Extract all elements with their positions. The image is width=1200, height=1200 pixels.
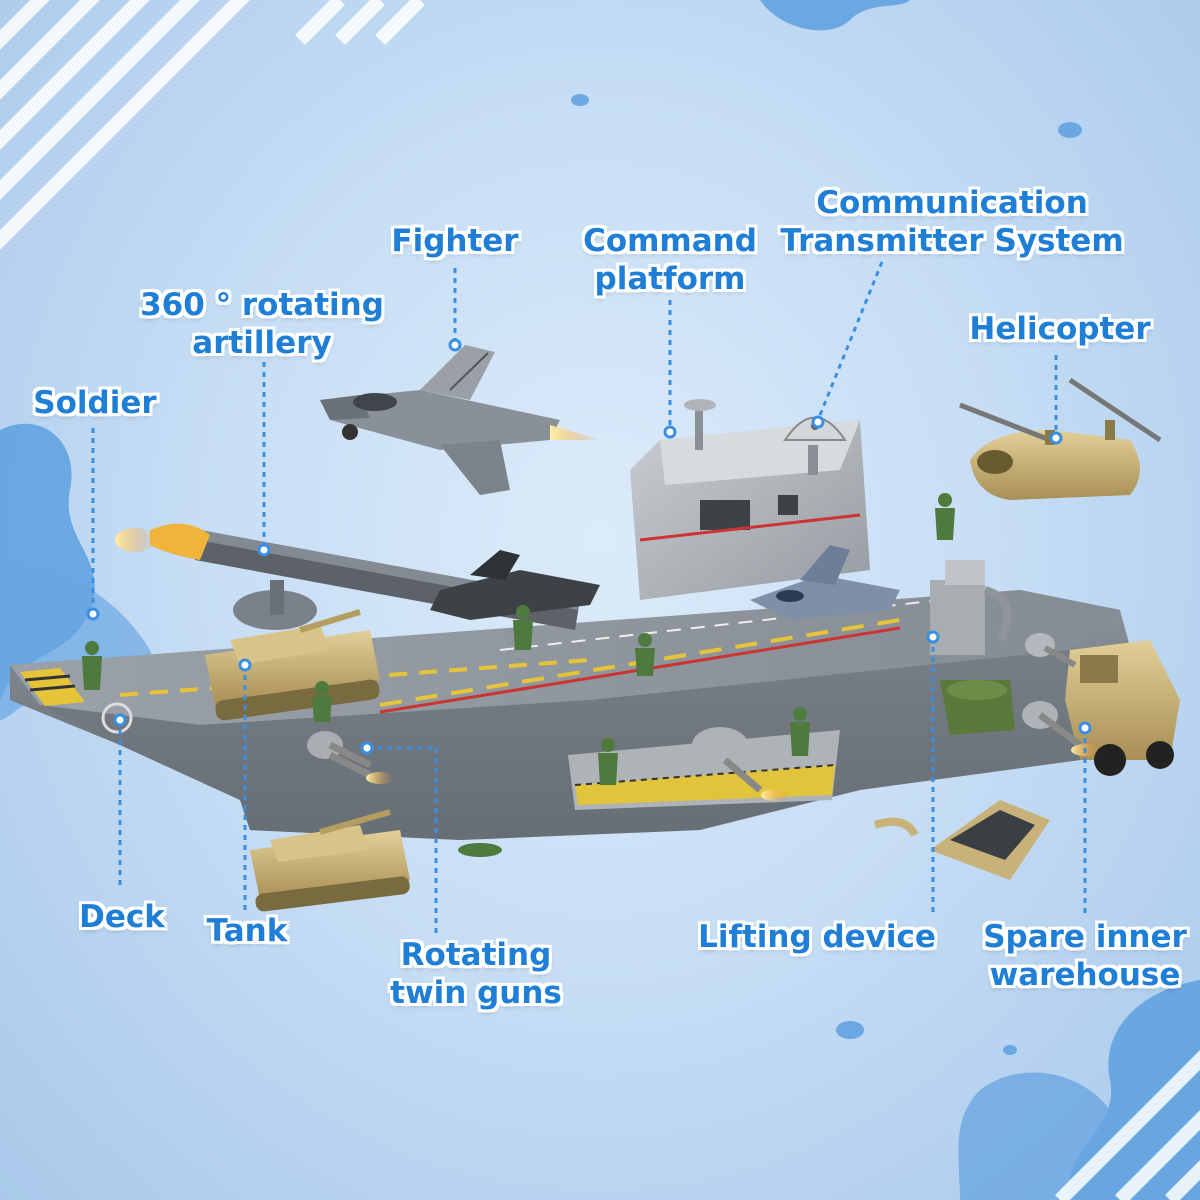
boat-icon [940, 680, 1015, 735]
label-fighter: Fighter [391, 223, 519, 259]
label-deck: Deck [79, 899, 165, 935]
tank-icon [250, 809, 410, 912]
callout-dots [86, 338, 1092, 755]
twin-guns [307, 633, 1099, 801]
label-lifting-device: Lifting device [698, 919, 936, 955]
truck-icon [1065, 640, 1180, 776]
fighter-jet-icon [320, 345, 600, 495]
label-tank: Tank [206, 913, 288, 949]
label-artillery: 360 ° rotating artillery [140, 287, 384, 361]
label-warehouse: Spare inner warehouse [983, 919, 1187, 993]
label-communication-system: Communication Transmitter System [780, 185, 1124, 259]
label-helicopter: Helicopter [969, 311, 1151, 347]
tank-icon [205, 609, 380, 721]
label-soldier: Soldier [33, 385, 157, 421]
callout-lines [91, 261, 1087, 935]
soldier-icon [82, 493, 955, 857]
deck-jets [430, 545, 900, 620]
submarine-vehicle [873, 800, 1050, 880]
label-command-platform: Command platform [583, 223, 757, 297]
helicopter-icon [959, 377, 1162, 500]
label-twin-guns: Rotating twin guns [390, 937, 562, 1011]
